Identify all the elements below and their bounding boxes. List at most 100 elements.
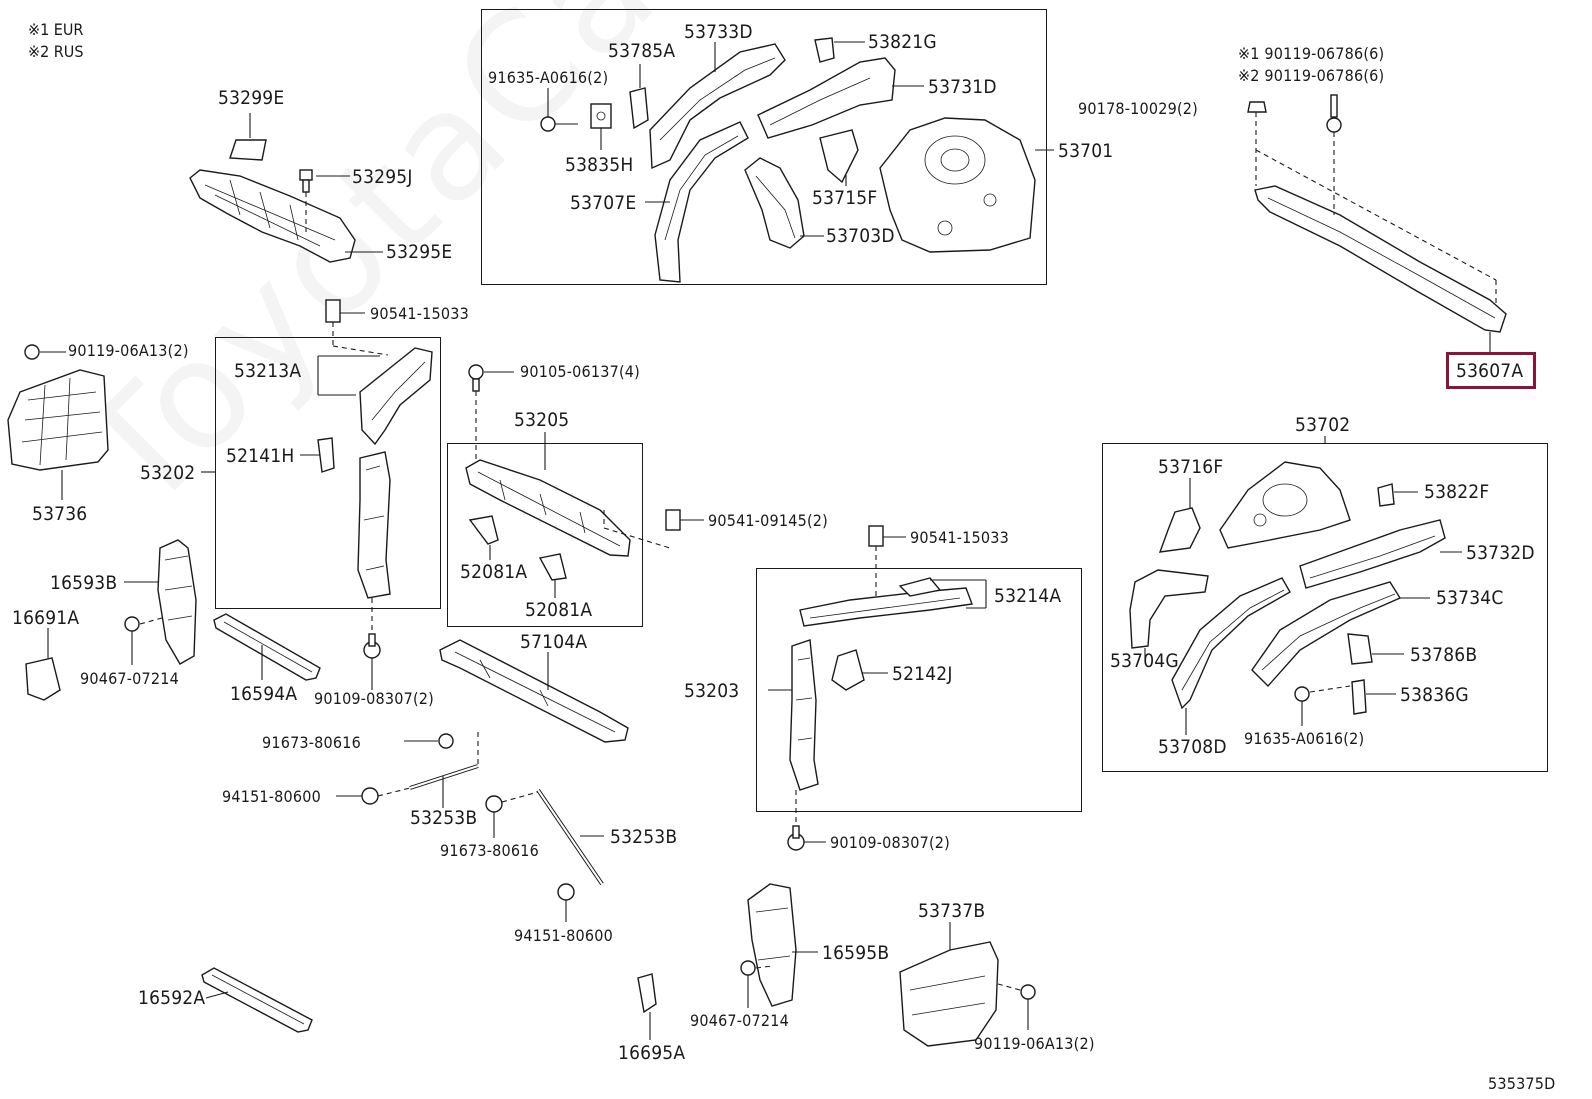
label-52141H[interactable]: 52141H [226,445,295,467]
label-90119-06A13-a[interactable]: 90119-06A13(2) [68,341,189,360]
part-53214A-shape [799,587,973,627]
label-90109-08307-a[interactable]: 90109-08307(2) [314,689,434,708]
bolt-91635-a [540,116,578,132]
label-53295E[interactable]: 53295E [386,241,453,263]
part-53716F-shape [1158,507,1201,553]
part-52081A-1-shape [468,515,499,545]
group-box-53702 [1102,443,1548,772]
label-53701[interactable]: 53701 [1058,140,1114,162]
label-16595B[interactable]: 16595B [822,942,890,964]
label-90467-07214-a[interactable]: 90467-07214 [80,669,179,688]
label-53295J[interactable]: 53295J [352,166,413,188]
label-53736[interactable]: 53736 [32,503,88,525]
label-16593B[interactable]: 16593B [50,572,118,594]
label-90541-09145[interactable]: 90541-09145(2) [708,511,828,530]
label-52142J[interactable]: 52142J [892,663,953,685]
part-53205-shape [465,459,631,557]
label-90119-06786-eur[interactable]: ※1 90119-06786(6) [1238,44,1385,63]
label-53702[interactable]: 53702 [1295,414,1351,436]
label-16592A[interactable]: 16592A [138,987,206,1009]
label-53253B-b[interactable]: 53253B [610,826,678,848]
note-eur: ※1 EUR [28,20,84,39]
group-box-53202 [215,337,441,609]
label-53253B-a[interactable]: 53253B [410,807,478,829]
label-53715F[interactable]: 53715F [812,187,878,209]
label-53732D[interactable]: 53732D [1466,542,1535,564]
label-53836G[interactable]: 53836G [1400,684,1469,706]
label-52081A-1[interactable]: 52081A [460,561,528,583]
label-53205[interactable]: 53205 [514,409,570,431]
part-53708D-shape [1171,577,1291,710]
label-57104A[interactable]: 57104A [520,631,588,653]
bolt-90109-08307-a [363,633,381,659]
label-53737B[interactable]: 53737B [918,900,986,922]
part-53703D-shape [744,157,805,249]
label-53821G[interactable]: 53821G [868,31,937,53]
label-90109-08307-b[interactable]: 90109-08307(2) [830,833,950,852]
part-53607A-shape [1254,185,1507,333]
label-16695A[interactable]: 16695A [618,1042,686,1064]
label-90119-06A13-b[interactable]: 90119-06A13(2) [974,1034,1095,1053]
label-53785A[interactable]: 53785A [608,40,676,62]
part-53203-main-shape [789,639,819,791]
group-box-53701 [481,9,1047,285]
label-53708D[interactable]: 53708D [1158,736,1227,758]
label-53299E[interactable]: 53299E [218,87,285,109]
part-16691A-shape [25,657,61,701]
part-53213A-shape [359,347,433,446]
label-53707E[interactable]: 53707E [570,192,637,214]
bolt-90119-06A13-a [24,344,40,360]
part-16594A-shape [213,613,321,681]
label-53734C[interactable]: 53734C [1436,587,1504,609]
bolt-90541-15033-a [325,299,341,323]
label-53704G[interactable]: 53704G [1110,650,1179,672]
label-53731D[interactable]: 53731D [928,76,997,98]
part-57104A-shape [439,639,629,743]
label-53607A[interactable]: 53607A [1456,360,1524,382]
label-53786B[interactable]: 53786B [1410,644,1478,666]
label-53214A[interactable]: 53214A [994,585,1062,607]
label-53213A[interactable]: 53213A [234,360,302,382]
bolt-90109-08307-b [787,825,805,851]
part-53701-shape [879,117,1036,253]
label-91635-b[interactable]: 91635-A0616(2) [1244,729,1365,748]
label-91673-80616-a[interactable]: 91673-80616 [262,733,361,752]
part-53737B-shape [899,941,999,1047]
part-16593B-shape [157,539,197,665]
label-53733D[interactable]: 53733D [684,21,753,43]
bolt-90119-06A13-b [1020,984,1036,1000]
label-52081A-2[interactable]: 52081A [525,599,593,621]
part-53202-main-shape [357,451,391,599]
label-90541-15033-b[interactable]: 90541-15033 [910,528,1009,547]
label-94151-80600-a[interactable]: 94151-80600 [222,787,321,806]
part-53707E-shape [654,121,749,283]
label-53822F[interactable]: 53822F [1424,481,1490,503]
label-90105-06137[interactable]: 90105-06137(4) [520,362,640,381]
label-91673-80616-b[interactable]: 91673-80616 [440,841,539,860]
part-52142J-shape [831,649,865,691]
label-90541-15033-a[interactable]: 90541-15033 [370,304,469,323]
part-53715F-shape [819,129,859,184]
group-box-53203 [756,568,1082,812]
bolt-90541-09145 [665,509,681,531]
label-16594A[interactable]: 16594A [230,683,298,705]
label-91635-a[interactable]: 91635-A0616(2) [488,68,609,87]
part-53821G-shape [814,37,835,63]
label-90119-06786-rus[interactable]: ※2 90119-06786(6) [1238,66,1385,85]
label-53202[interactable]: 53202 [140,462,196,484]
part-53295J-shape [299,169,313,193]
label-53703D[interactable]: 53703D [826,225,895,247]
label-90178-10029[interactable]: 90178-10029(2) [1078,99,1198,118]
bolt-90467-b [740,960,756,976]
label-53203[interactable]: 53203 [684,680,740,702]
part-53786B-shape [1347,633,1373,665]
label-53835H[interactable]: 53835H [565,154,634,176]
part-53704G-shape [1129,569,1209,649]
label-16691A[interactable]: 16691A [12,607,80,629]
label-94151-80600-b[interactable]: 94151-80600 [514,926,613,945]
label-90467-07214-b[interactable]: 90467-07214 [690,1011,789,1030]
bolt-90119-06786 [1326,94,1342,133]
label-53716F[interactable]: 53716F [1158,456,1224,478]
part-53835H-shape [590,103,612,129]
